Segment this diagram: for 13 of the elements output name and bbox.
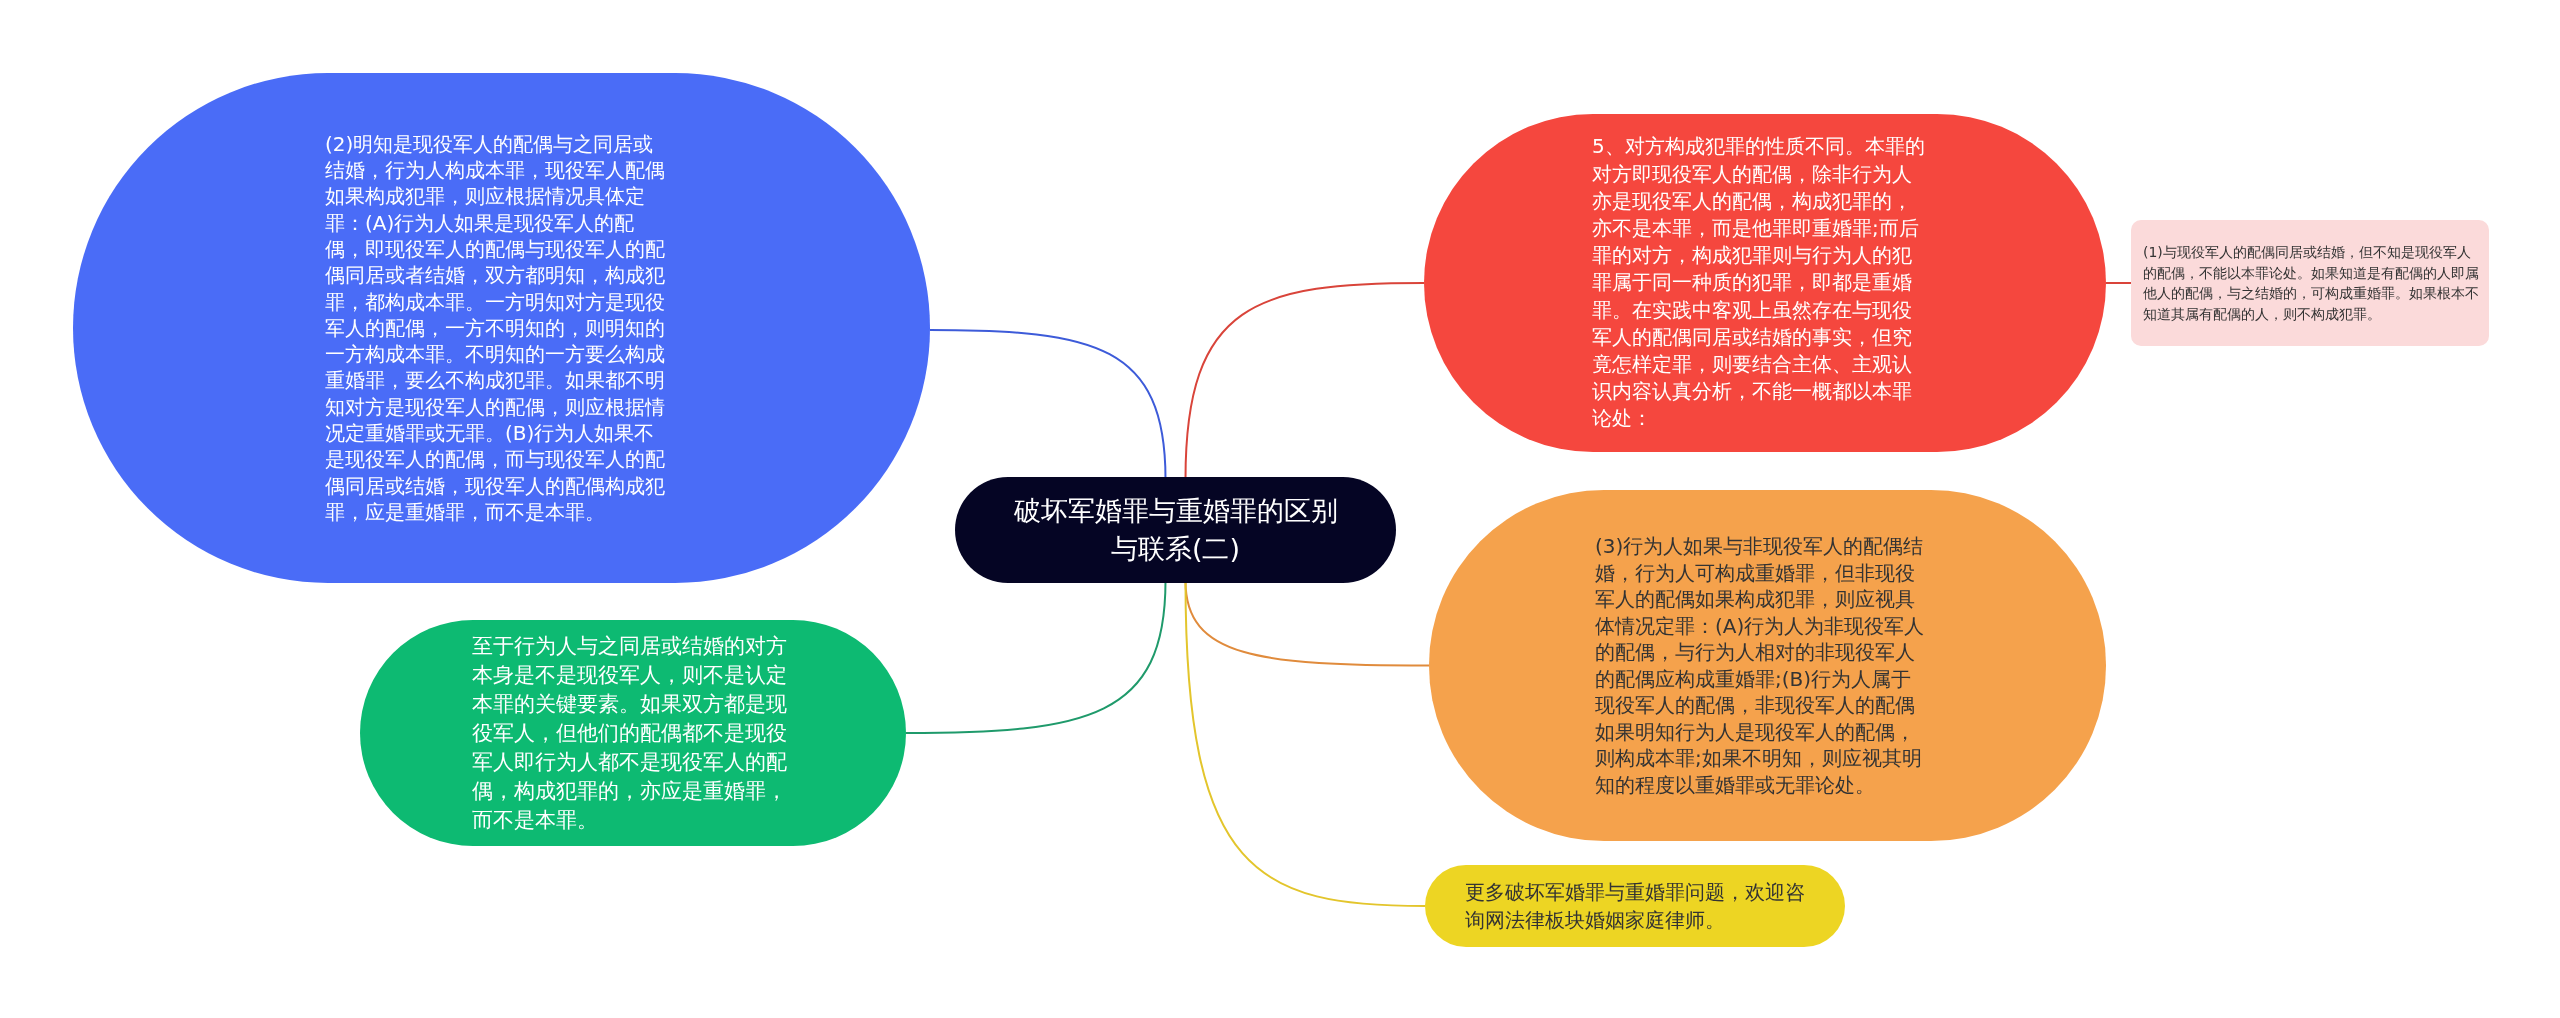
connector-line bbox=[929, 329, 1167, 480]
topic-text: (3)行为人如果与非现役军人的配偶结婚，行为人可构成重婚罪，但非现役军人的配偶如果构成犯罪，则应视具体情况定罪：(A)行为人为非现役军人的配偶，与行为人相对的非现役军人的配偶应构成重婚罪;(B)行为人属于现役军人的配偶，非现役军人的配偶如果明知行为人是现役军人的配偶，则构成本罪;如果不明知，则应视其明知的程度以重婚罪或无罪论处。 bbox=[1595, 533, 1926, 798]
connector-line bbox=[905, 580, 1167, 734]
topic-text: 至于行为人与之同居或结婚的对方本身是不是现役军人，则不是认定本罪的关键要素。如果双方都是现役军人，但他们的配偶都不是现役军人即行为人都不是现役军人的配偶，构成犯罪的，亦应是重婚罪，而不是本罪。 bbox=[472, 632, 788, 834]
subtopic-box bbox=[2131, 220, 2489, 346]
topic-text: (2)明知是现役军人的配偶与之同居或结婚，行为人构成本罪，现役军人配偶如果构成犯罪，则应根据情况具体定罪：(A)行为人如果是现役军人的配偶，即现役军人的配偶与现役军人的配偶同居或者结婚，双方都明知，构成犯罪，都构成本罪。一方明知对方是现役军人的配偶，一方不明知的，则明知的一方构成本罪。不明知的一方要么构成重婚罪，要么不构成犯罪。如果都不明知对方是现役军人的配偶，则应根据情况定重婚罪或无罪。(B)行为人如果不是现役军人的配偶，而与现役军人的配偶同居或结婚，现役军人的配偶构成犯罪，应是重婚罪，而不是本罪。 bbox=[325, 130, 666, 526]
connector-line bbox=[1184, 580, 1426, 907]
topic-text: 更多破坏军婚罪与重婚罪问题，欢迎咨询网法律板块婚姻家庭律师。 bbox=[1465, 879, 1805, 934]
connector-line bbox=[2105, 282, 2132, 284]
topic-text: (1)与现役军人的配偶同居或结婚，但不知是现役军人的配偶，不能以本罪论处。如果知道是有配偶的人即属他人的配偶，与之结婚的，可构成重婚罪。如果根本不知道其属有配偶的人，则不构成犯罪。 bbox=[2143, 243, 2479, 324]
topic-text: 5、对方构成犯罪的性质不同。本罪的对方即现役军人的配偶，除非行为人亦是现役军人的配偶，构成犯罪的，亦不是本罪，而是他罪即重婚罪;而后罪的对方，构成犯罪则与行为人的犯罪属于同一种质的犯罪，即都是重婚罪。在实践中客观上虽然存在与现役军人的配偶同居或结婚的事实，但究竟怎样定罪，则要结合主体、主观认识内容认真分析，不能一概都以本罪论处： bbox=[1592, 133, 1926, 433]
connector-line bbox=[1184, 282, 1425, 480]
topic-text: 破坏军婚罪与重婚罪的区别与联系(二) bbox=[1012, 494, 1339, 566]
